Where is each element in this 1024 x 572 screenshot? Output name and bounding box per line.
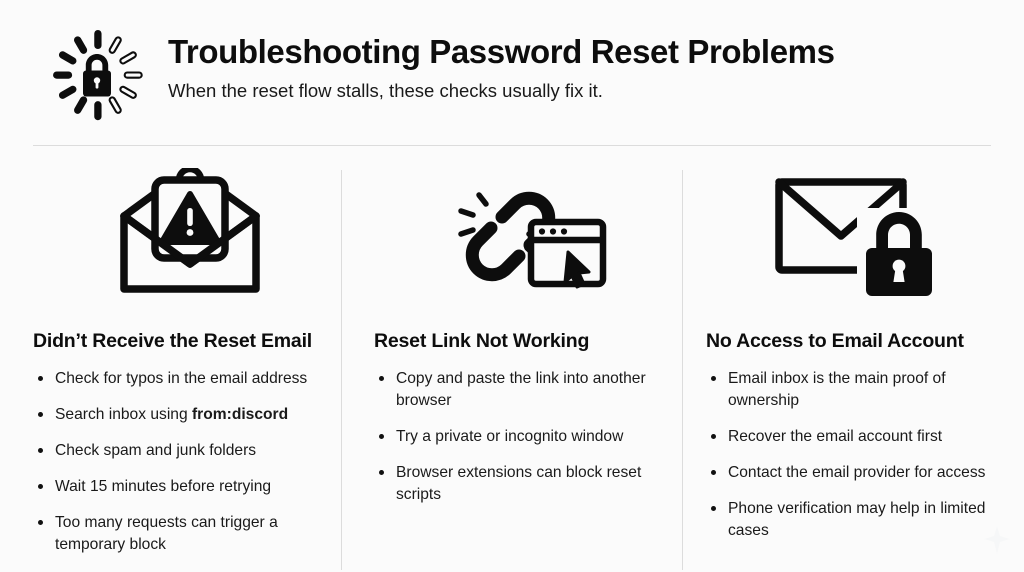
column-heading: No Access to Email Account xyxy=(706,330,964,352)
column-no-access-to-email: No Access to Email Account Email inbox i… xyxy=(706,146,996,572)
list-item: Browser extensions can block reset scrip… xyxy=(374,462,674,506)
list-item: Too many requests can trigger a temporar… xyxy=(33,512,339,556)
list-item-text: Too many requests can trigger a temporar… xyxy=(55,514,278,553)
bullet-icon xyxy=(38,484,43,489)
column-didnt-receive-email: Didn’t Receive the Reset Email Check for… xyxy=(33,146,339,572)
list-item-text: Search inbox using xyxy=(55,406,192,423)
bullet-icon xyxy=(711,376,716,381)
list-item: Email inbox is the main proof of ownersh… xyxy=(706,368,996,412)
list-item-text: Try a private or incognito window xyxy=(396,428,624,445)
list-item-text: Wait 15 minutes before retrying xyxy=(55,478,272,495)
header-text-block: Troubleshooting Password Reset Problems … xyxy=(168,30,998,104)
column-list: Check for typos in the email address Sea… xyxy=(33,368,339,570)
list-item-text: Phone verification may help in limited c… xyxy=(728,500,986,539)
column-list: Email inbox is the main proof of ownersh… xyxy=(706,368,996,556)
list-item-text: Check for typos in the email address xyxy=(55,370,308,387)
bullet-icon xyxy=(379,434,384,439)
header-divider xyxy=(33,145,991,146)
bullet-icon xyxy=(711,506,716,511)
column-list: Copy and paste the link into another bro… xyxy=(374,368,674,520)
sparkle-icon xyxy=(982,524,1012,558)
list-item: Contact the email provider for access xyxy=(706,462,996,484)
header: Troubleshooting Password Reset Problems … xyxy=(0,0,1024,145)
page-subtitle: When the reset flow stalls, these checks… xyxy=(168,80,603,101)
broken-link-browser-icon xyxy=(424,168,614,296)
list-item: Search inbox using from:discord xyxy=(33,404,339,426)
page-title: Troubleshooting Password Reset Problems xyxy=(168,33,835,70)
list-item-text: Browser extensions can block reset scrip… xyxy=(396,464,642,503)
list-item: Check spam and junk folders xyxy=(33,440,339,462)
bullet-icon xyxy=(38,412,43,417)
list-item: Wait 15 minutes before retrying xyxy=(33,476,339,498)
column-divider-2 xyxy=(682,170,683,570)
column-heading: Didn’t Receive the Reset Email xyxy=(33,330,313,352)
list-item: Recover the email account first xyxy=(706,426,996,448)
column-heading: Reset Link Not Working xyxy=(374,330,590,352)
bullet-icon xyxy=(711,470,716,475)
list-item-text: Contact the email provider for access xyxy=(728,464,986,481)
list-item: Phone verification may help in limited c… xyxy=(706,498,996,542)
bullet-icon xyxy=(379,470,384,475)
bullet-icon xyxy=(38,376,43,381)
envelope-warning-icon xyxy=(105,168,275,296)
bullet-icon xyxy=(379,376,384,381)
column-reset-link-not-working: Reset Link Not Working Copy and paste th… xyxy=(374,146,674,572)
list-item-text: Copy and paste the link into another bro… xyxy=(396,370,646,409)
list-item: Try a private or incognito window xyxy=(374,426,674,448)
columns-region: Didn’t Receive the Reset Email Check for… xyxy=(0,146,1024,572)
column-divider-1 xyxy=(341,170,342,570)
bullet-icon xyxy=(711,434,716,439)
bullet-icon xyxy=(38,520,43,525)
loading-lock-icon xyxy=(44,26,150,124)
list-item: Check for typos in the email address xyxy=(33,368,339,390)
locked-email-icon xyxy=(764,168,954,296)
list-item: Copy and paste the link into another bro… xyxy=(374,368,674,412)
list-item-text: Check spam and junk folders xyxy=(55,442,257,459)
list-item-emphasis: from:discord xyxy=(191,406,289,423)
list-item-text: Email inbox is the main proof of ownersh… xyxy=(728,370,946,409)
bullet-icon xyxy=(38,448,43,453)
list-item-text: Recover the email account first xyxy=(728,428,943,445)
